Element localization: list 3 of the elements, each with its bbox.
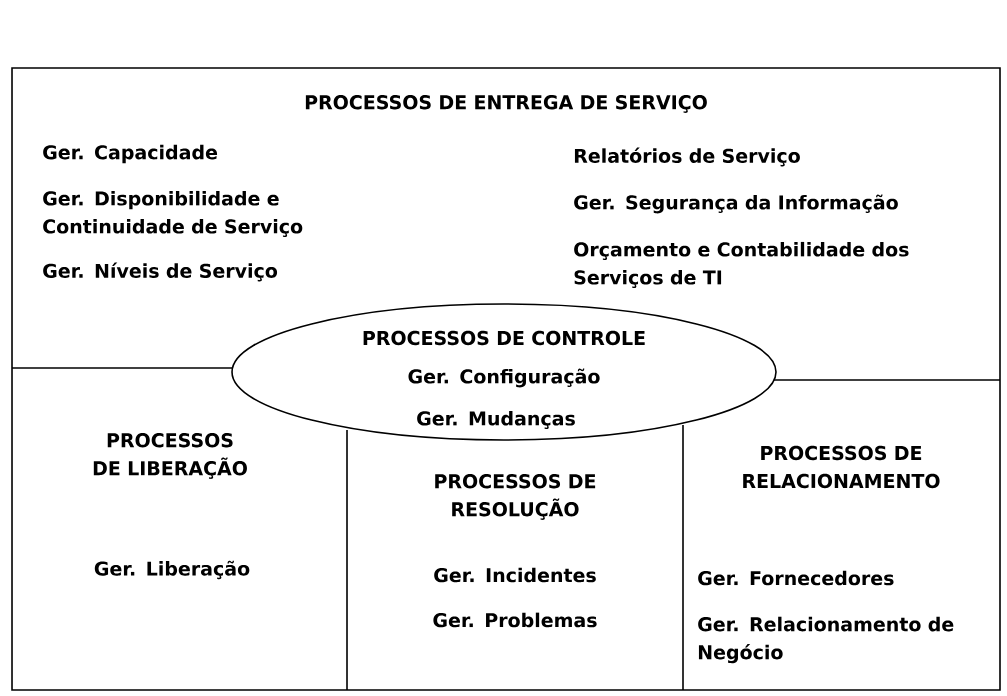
process-area: PROCESSOS DE ENTREGA DE SERVIÇO Ger. Capacidade Ger. Disponibilidade e Continuidade de Serviço Ger. Níveis de Serviço Relatórios de Serviço Ger. Segurança da Informação Orçamento e Contabilidade dos Serviços de TI [43,95,909,289]
process-area: PROCESSOS DE RELACIONAMENTO Ger. Fornecedores Ger. Relacionamento de Negócio [698,445,954,664]
process-area: PROCESSOS DE RESOLUÇÃO Ger. Incidentes Ger. Problemas [433,474,597,628]
